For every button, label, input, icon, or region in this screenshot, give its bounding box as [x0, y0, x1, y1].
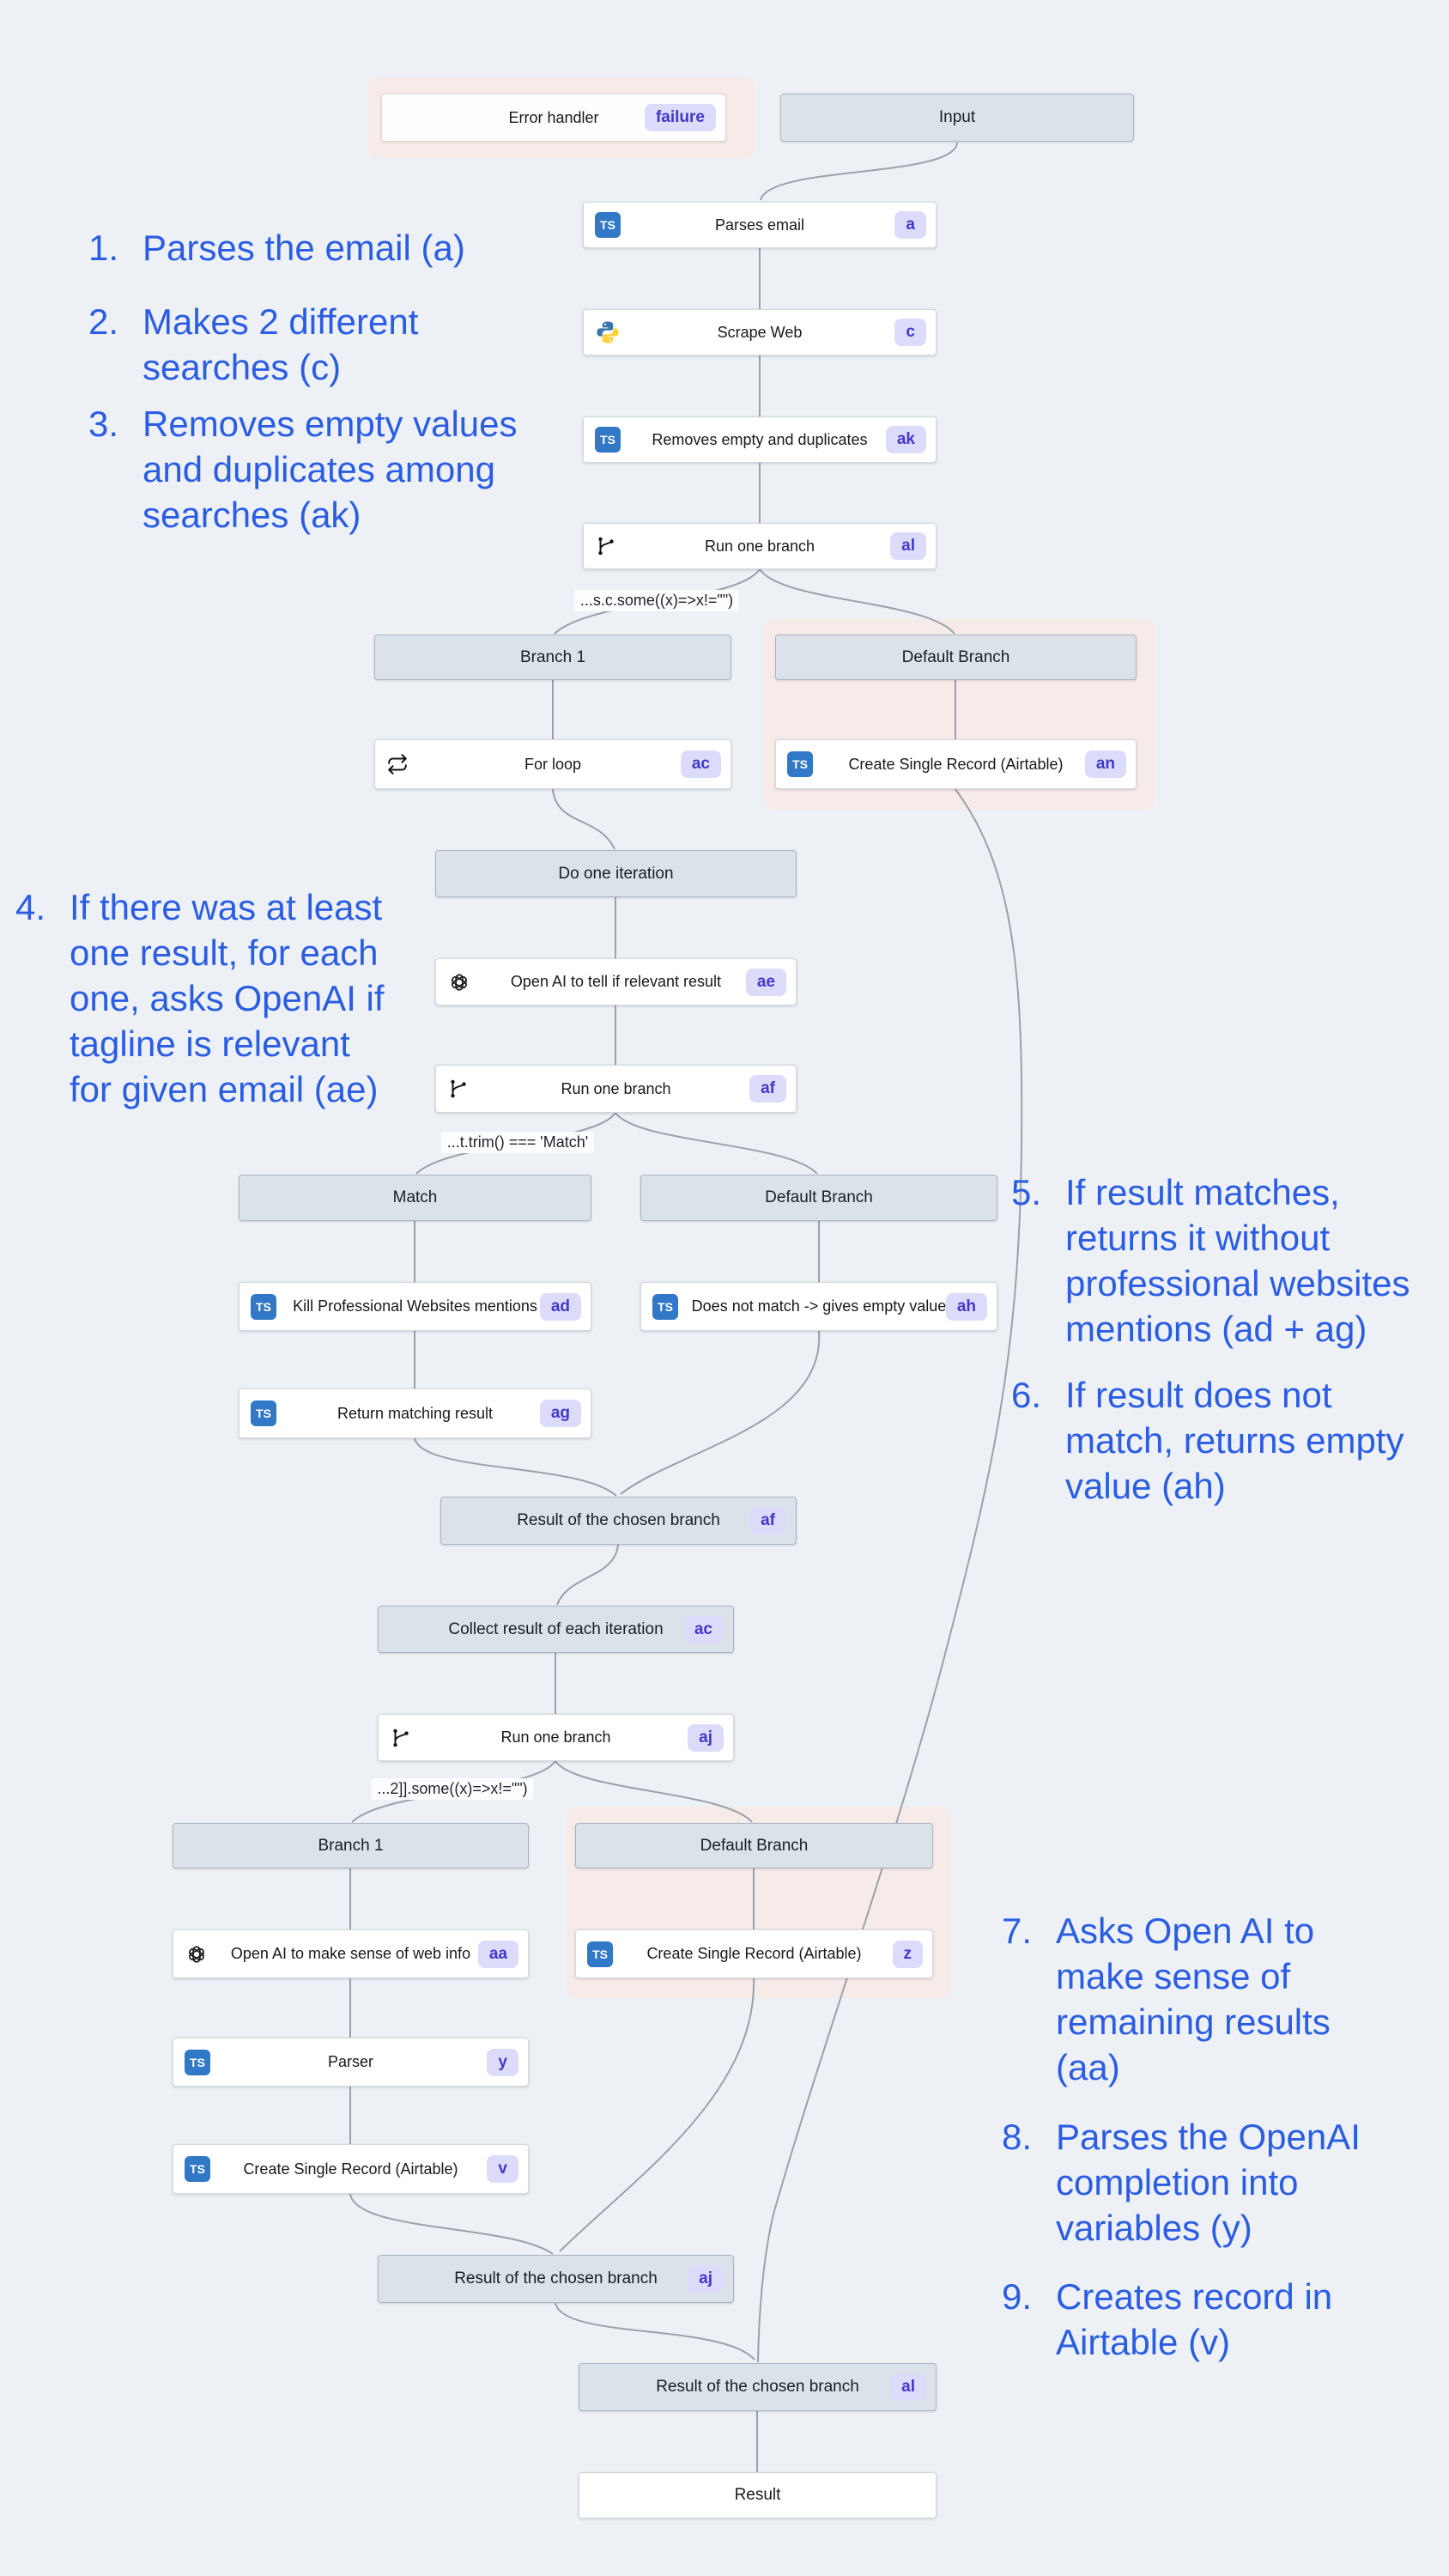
node-badge: al — [890, 2373, 926, 2401]
annotation-6: 6. If result does not match, returns emp… — [1011, 1375, 1404, 1506]
node-branch1-top[interactable]: Branch 1 — [374, 635, 731, 680]
node-create-record-v[interactable]: TS Create Single Record (Airtable) v — [173, 2144, 529, 2194]
node-badge: af — [749, 1507, 786, 1534]
node-badge: an — [1084, 750, 1126, 778]
git-branch-icon — [390, 1727, 412, 1749]
annotation-1: 1. Parses the email (a) — [88, 228, 465, 268]
node-result-aj[interactable]: Result of the chosen branch aj — [378, 2255, 734, 2303]
node-badge: ac — [682, 1615, 724, 1643]
condition-label-1: ...s.c.some((x)=>x!="") — [573, 590, 740, 611]
node-parser[interactable]: TS Parser y — [173, 2038, 529, 2087]
node-badge: ad — [539, 1292, 581, 1321]
node-result-af[interactable]: Result of the chosen branch af — [440, 1497, 797, 1545]
node-default-branch-bottom[interactable]: Default Branch — [575, 1823, 933, 1868]
node-badge: c — [894, 319, 926, 346]
node-openai-relevant[interactable]: Open AI to tell if relevant result ae — [435, 958, 797, 1005]
annotation-8: 8. Parses the OpenAI completion into var… — [1002, 2117, 1361, 2248]
git-branch-icon — [595, 535, 617, 557]
typescript-icon: TS — [652, 1293, 678, 1320]
annotation-2: 2. Makes 2 different searches (c) — [88, 301, 419, 387]
typescript-icon: TS — [595, 427, 621, 453]
node-create-record-an[interactable]: TS Create Single Record (Airtable) an — [775, 739, 1137, 789]
typescript-icon: TS — [185, 2049, 210, 2075]
openai-icon — [447, 970, 471, 994]
failure-badge: failure — [644, 104, 716, 131]
node-match-header[interactable]: Match — [239, 1175, 591, 1221]
typescript-icon: TS — [587, 1941, 613, 1967]
typescript-icon: TS — [787, 751, 813, 777]
error-handler-label: Error handler — [508, 108, 599, 126]
node-badge: aa — [477, 1940, 518, 1968]
node-default-branch-mid[interactable]: Default Branch — [640, 1175, 997, 1221]
git-branch-icon — [447, 1078, 470, 1100]
openai-icon — [185, 1942, 209, 1966]
typescript-icon: TS — [251, 1293, 276, 1320]
error-handler-node[interactable]: Error handler failure — [381, 94, 726, 142]
condition-label-3: ...2]].some((x)=>x!="") — [371, 1778, 534, 1800]
loop-icon — [386, 753, 409, 775]
node-run-one-branch-al[interactable]: Run one branch al — [583, 523, 937, 569]
annotation-9: 9. Creates record in Airtable (v) — [1002, 2276, 1333, 2362]
node-badge: af — [749, 1075, 786, 1103]
annotation-3: 3. Removes empty values and duplicates a… — [88, 404, 518, 535]
node-badge: al — [890, 532, 926, 560]
typescript-icon: TS — [185, 2156, 210, 2182]
node-badge: aj — [688, 2265, 724, 2293]
node-result[interactable]: Result — [579, 2472, 937, 2518]
node-badge: a — [894, 211, 926, 239]
node-badge: ae — [745, 968, 786, 996]
node-run-one-branch-aj[interactable]: Run one branch aj — [378, 1714, 734, 1761]
node-badge: v — [487, 2155, 518, 2183]
node-badge: ag — [539, 1400, 581, 1427]
node-input[interactable]: Input — [780, 94, 1134, 142]
node-run-one-branch-af[interactable]: Run one branch af — [435, 1065, 797, 1113]
annotation-4: 4. If there was at least one result, for… — [15, 887, 385, 1109]
node-badge: aj — [688, 1723, 724, 1752]
node-result-al[interactable]: Result of the chosen branch al — [579, 2363, 937, 2411]
node-for-loop[interactable]: For loop ac — [374, 739, 731, 789]
typescript-icon: TS — [595, 212, 621, 238]
node-do-one-iteration[interactable]: Do one iteration — [435, 850, 797, 897]
python-icon — [595, 319, 621, 345]
node-openai-websense[interactable]: Open AI to make sense of web info aa — [173, 1929, 529, 1978]
node-collect-result[interactable]: Collect result of each iteration ac — [378, 1606, 734, 1653]
node-badge: z — [892, 1940, 923, 1968]
typescript-icon: TS — [251, 1400, 276, 1426]
node-parses-email[interactable]: TS Parses email a — [583, 202, 937, 248]
node-default-branch-top[interactable]: Default Branch — [775, 635, 1137, 680]
node-branch1-bottom[interactable]: Branch 1 — [173, 1823, 529, 1868]
node-return-matching[interactable]: TS Return matching result ag — [239, 1388, 591, 1438]
node-badge: ak — [885, 426, 926, 453]
condition-label-2: ...t.trim() === 'Match' — [440, 1132, 595, 1153]
node-scrape-web[interactable]: Scrape Web c — [583, 309, 937, 355]
annotation-7: 7. Asks Open AI to make sense of remaini… — [1002, 1911, 1331, 2087]
node-does-not-match[interactable]: TS Does not match -> gives empty value a… — [640, 1282, 997, 1331]
node-create-record-z[interactable]: TS Create Single Record (Airtable) z — [575, 1929, 933, 1978]
node-removes-empty-duplicates[interactable]: TS Removes empty and duplicates ak — [583, 416, 937, 463]
node-badge: y — [487, 2048, 518, 2076]
node-kill-mentions[interactable]: TS Kill Professional Websites mentions a… — [239, 1282, 591, 1331]
node-badge: ah — [945, 1292, 987, 1321]
annotation-5: 5. If result matches, returns it without… — [1011, 1172, 1410, 1349]
node-badge: ac — [680, 750, 721, 778]
